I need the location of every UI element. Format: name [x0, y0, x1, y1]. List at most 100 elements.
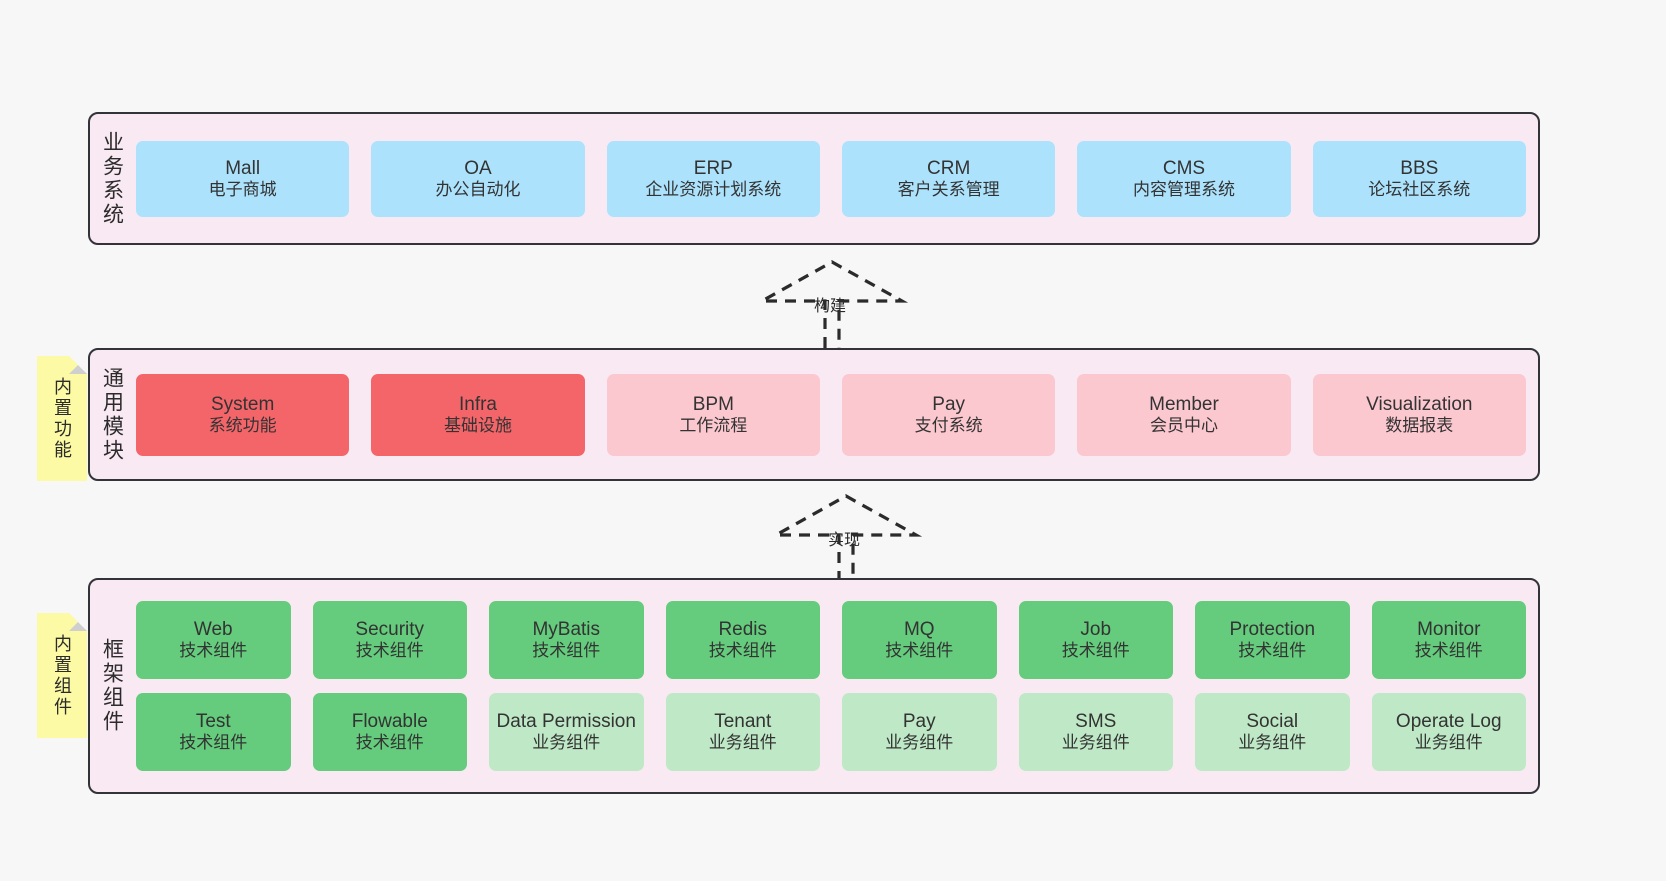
box-desc: 技术组件	[355, 641, 424, 661]
business-box-crm[interactable]: CRM 客户关系管理	[841, 140, 1056, 217]
box-name: MQ	[903, 619, 935, 641]
box-name: System	[210, 393, 275, 415]
box-desc: 论坛社区系统	[1368, 179, 1471, 199]
business-box-bbs[interactable]: BBS 论坛社区系统	[1312, 140, 1526, 217]
box-desc: 技术组件	[179, 641, 248, 661]
common-row: System 系统功能 Infra 基础设施 BPM 工作流程 Pay 支付系统…	[136, 373, 1526, 456]
framework-box-security[interactable]: Security 技术组件	[312, 601, 467, 679]
box-name: Job	[1080, 619, 1112, 641]
note-label: 内置组件	[52, 633, 72, 718]
framework-box-sms[interactable]: SMS 业务组件	[1018, 693, 1173, 771]
box-desc: 技术组件	[708, 641, 777, 661]
box-name: Pay	[902, 711, 936, 733]
business-box-mall[interactable]: Mall 电子商城	[136, 140, 350, 217]
box-name: CRM	[927, 157, 971, 179]
framework-row-business: Test 技术组件 Flowable 技术组件 Data Permission …	[136, 693, 1526, 771]
box-desc: 业务组件	[885, 733, 954, 753]
framework-box-monitor[interactable]: Monitor 技术组件	[1371, 601, 1526, 679]
arrow-build-shape	[755, 260, 909, 348]
box-desc: 会员中心	[1149, 415, 1218, 435]
box-desc: 技术组件	[179, 733, 248, 753]
box-name: ERP	[693, 157, 733, 179]
box-name: Infra	[458, 393, 497, 415]
layer-business-system: 业务系统 Mall 电子商城 OA 办公自动化 ERP 企业资源计划系统 CRM…	[88, 112, 1540, 245]
framework-box-job[interactable]: Job 技术组件	[1018, 601, 1173, 679]
framework-box-social[interactable]: Social 业务组件	[1195, 693, 1350, 771]
framework-box-web[interactable]: Web 技术组件	[136, 601, 291, 679]
common-box-system[interactable]: System 系统功能	[136, 373, 350, 456]
box-desc: 客户关系管理	[897, 179, 1000, 199]
layer-title-framework: 框架组件	[100, 638, 124, 734]
arrow-implement: 实现	[766, 492, 926, 584]
box-desc: 支付系统	[914, 415, 983, 435]
box-desc: 业务组件	[708, 733, 777, 753]
layer-title-common: 通用模块	[100, 366, 124, 463]
business-box-oa[interactable]: OA 办公自动化	[371, 140, 585, 217]
box-name: Pay	[932, 393, 966, 415]
box-desc: 内容管理系统	[1132, 179, 1235, 199]
box-desc: 技术组件	[885, 641, 954, 661]
box-desc: 工作流程	[679, 415, 748, 435]
layer-title-business: 业务系统	[100, 130, 124, 227]
box-desc: 技术组件	[1238, 641, 1307, 661]
box-desc: 业务组件	[532, 733, 601, 753]
framework-box-redis[interactable]: Redis 技术组件	[665, 601, 820, 679]
arrow-implement-shape	[769, 494, 923, 582]
box-desc: 业务组件	[1061, 733, 1130, 753]
box-name: OA	[464, 157, 492, 179]
common-box-bpm[interactable]: BPM 工作流程	[606, 373, 820, 456]
box-name: Redis	[718, 619, 768, 641]
box-desc: 电子商城	[208, 179, 277, 199]
box-name: CMS	[1162, 157, 1206, 179]
box-name: Social	[1246, 711, 1299, 733]
framework-box-mq[interactable]: MQ 技术组件	[842, 601, 997, 679]
box-name: Mall	[225, 157, 261, 179]
box-desc: 办公自动化	[435, 179, 521, 199]
box-name: Member	[1149, 393, 1219, 415]
box-desc: 技术组件	[1061, 641, 1130, 661]
box-desc: 技术组件	[532, 641, 601, 661]
box-name: SMS	[1075, 711, 1117, 733]
common-box-member[interactable]: Member 会员中心	[1077, 373, 1291, 456]
box-name: BBS	[1400, 157, 1439, 179]
box-name: Web	[193, 619, 233, 641]
box-desc: 数据报表	[1385, 415, 1454, 435]
framework-box-pay[interactable]: Pay 业务组件	[842, 693, 997, 771]
box-name: Protection	[1229, 619, 1316, 641]
box-desc: 技术组件	[1414, 641, 1483, 661]
business-box-erp[interactable]: ERP 企业资源计划系统	[606, 140, 820, 217]
framework-box-protection[interactable]: Protection 技术组件	[1195, 601, 1350, 679]
framework-box-test[interactable]: Test 技术组件	[136, 693, 291, 771]
box-desc: 企业资源计划系统	[645, 179, 782, 199]
box-name: Test	[195, 711, 231, 733]
common-box-infra[interactable]: Infra 基础设施	[371, 373, 585, 456]
framework-box-mybatis[interactable]: MyBatis 技术组件	[489, 601, 644, 679]
framework-box-tenant[interactable]: Tenant 业务组件	[665, 693, 820, 771]
common-box-visualization[interactable]: Visualization 数据报表	[1312, 373, 1526, 456]
business-row: Mall 电子商城 OA 办公自动化 ERP 企业资源计划系统 CRM 客户关系…	[136, 140, 1526, 217]
framework-box-data-permission[interactable]: Data Permission 业务组件	[489, 693, 644, 771]
box-desc: 基础设施	[443, 415, 512, 435]
layer-common-module: 通用模块 System 系统功能 Infra 基础设施 BPM 工作流程 Pay…	[88, 348, 1540, 481]
note-builtin-component: 内置组件	[37, 613, 87, 738]
box-name: Data Permission	[496, 711, 636, 733]
box-name: Flowable	[351, 711, 428, 733]
box-name: MyBatis	[532, 619, 601, 641]
box-name: Tenant	[714, 711, 772, 733]
box-name: Monitor	[1417, 619, 1481, 641]
box-name: BPM	[692, 393, 734, 415]
note-builtin-function: 内置功能	[37, 356, 87, 481]
box-desc: 业务组件	[1238, 733, 1307, 753]
box-desc: 业务组件	[1414, 733, 1483, 753]
layer-body-business: Mall 电子商城 OA 办公自动化 ERP 企业资源计划系统 CRM 客户关系…	[134, 114, 1538, 243]
framework-box-operate-log[interactable]: Operate Log 业务组件	[1371, 693, 1526, 771]
layer-framework-component: 框架组件 Web 技术组件 Security 技术组件 MyBatis 技术组件…	[88, 578, 1540, 794]
note-label: 内置功能	[52, 376, 72, 461]
framework-box-flowable[interactable]: Flowable 技术组件	[312, 693, 467, 771]
business-box-cms[interactable]: CMS 内容管理系统	[1077, 140, 1291, 217]
box-name: Security	[355, 619, 425, 641]
common-box-pay[interactable]: Pay 支付系统	[841, 373, 1056, 456]
box-name: Operate Log	[1395, 711, 1502, 733]
box-name: Visualization	[1366, 393, 1473, 415]
